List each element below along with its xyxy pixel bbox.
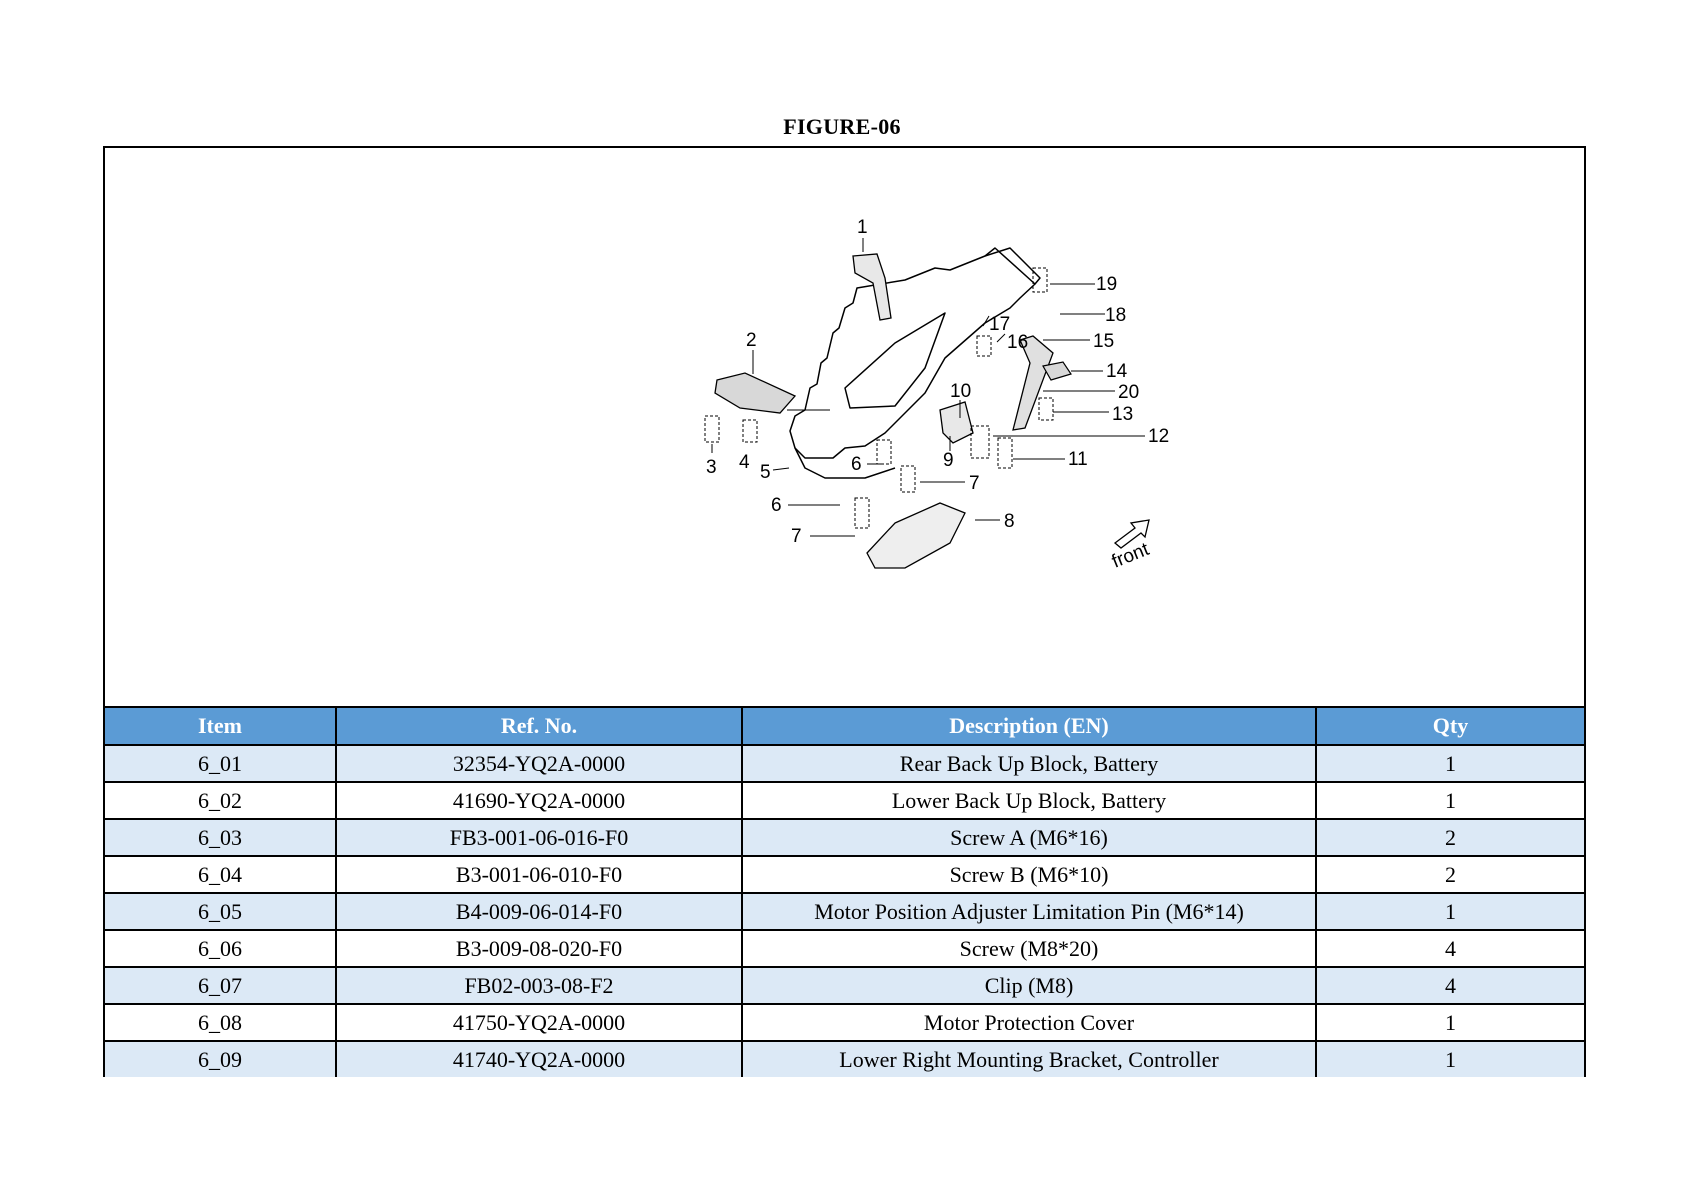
cell-item: 6_07 — [105, 966, 337, 1005]
table-row: 6_06 B3-009-08-020-F0 Screw (M8*20) 4 — [105, 929, 1584, 968]
table-row: 6_05 B4-009-06-014-F0 Motor Position Adj… — [105, 892, 1584, 931]
frame-exploded-view: 1 2 3 4 5 6 6 7 7 8 9 10 11 12 13 14 15 … — [704, 217, 1169, 573]
parts-table: Item Ref. No. Description (EN) Qty 6_01 … — [105, 706, 1584, 1077]
table-row: 6_08 41750-YQ2A-0000 Motor Protection Co… — [105, 1003, 1584, 1042]
cell-ref: FB02-003-08-F2 — [335, 966, 743, 1005]
cell-ref: 41740-YQ2A-0000 — [335, 1040, 743, 1077]
callout-14: 14 — [1106, 361, 1128, 382]
table-row: 6_09 41740-YQ2A-0000 Lower Right Mountin… — [105, 1040, 1584, 1077]
callout-1: 1 — [857, 217, 868, 238]
callout-4: 4 — [739, 452, 750, 473]
cell-item: 6_06 — [105, 929, 337, 968]
cell-ref: 32354-YQ2A-0000 — [335, 744, 743, 783]
callout-16: 16 — [1007, 332, 1028, 353]
table-row: 6_07 FB02-003-08-F2 Clip (M8) 4 — [105, 966, 1584, 1005]
callout-2: 2 — [746, 330, 757, 351]
callout-3: 3 — [706, 457, 717, 478]
cell-qty: 2 — [1315, 818, 1584, 857]
callout-10: 10 — [950, 381, 971, 402]
exploded-parts-diagram: 1 2 3 4 5 6 6 7 7 8 9 10 11 12 13 14 15 … — [105, 148, 1584, 706]
front-arrow-icon: front — [1109, 519, 1153, 573]
callout-13: 13 — [1112, 404, 1133, 425]
header-description: Description (EN) — [741, 706, 1317, 746]
table-row: 6_01 32354-YQ2A-0000 Rear Back Up Block,… — [105, 744, 1584, 783]
cell-ref: 41690-YQ2A-0000 — [335, 781, 743, 820]
callout-20: 20 — [1118, 382, 1139, 403]
figure-title: FIGURE-06 — [783, 114, 901, 139]
part-9-bracket — [939, 401, 974, 444]
cell-desc: Screw (M8*20) — [741, 929, 1317, 968]
table-row: 6_04 B3-001-06-010-F0 Screw B (M6*10) 2 — [105, 855, 1584, 894]
part-8-cover — [866, 502, 966, 569]
cell-qty: 1 — [1315, 1003, 1584, 1042]
cell-item: 6_05 — [105, 892, 337, 931]
header-item: Item — [105, 706, 337, 746]
cell-qty: 1 — [1315, 1040, 1584, 1077]
table-row: 6_03 FB3-001-06-016-F0 Screw A (M6*16) 2 — [105, 818, 1584, 857]
cell-item: 6_09 — [105, 1040, 337, 1077]
cell-desc: Motor Protection Cover — [741, 1003, 1317, 1042]
cell-desc: Lower Back Up Block, Battery — [741, 781, 1317, 820]
part-20-rail — [1012, 335, 1054, 431]
callout-9: 9 — [943, 450, 954, 471]
callout-11: 11 — [1068, 449, 1088, 470]
callout-6-upper: 6 — [851, 454, 862, 475]
figure-frame: 1 2 3 4 5 6 6 7 7 8 9 10 11 12 13 14 15 … — [103, 146, 1586, 1077]
part-2-block — [714, 372, 797, 414]
cell-ref: B3-001-06-010-F0 — [335, 855, 743, 894]
cell-item: 6_03 — [105, 818, 337, 857]
cell-item: 6_01 — [105, 744, 337, 783]
cell-qty: 2 — [1315, 855, 1584, 894]
callout-19: 19 — [1096, 274, 1117, 295]
main-frame-drawing — [789, 247, 1036, 459]
cell-desc: Screw A (M6*16) — [741, 818, 1317, 857]
callout-5: 5 — [760, 462, 771, 483]
cell-desc: Motor Position Adjuster Limitation Pin (… — [741, 892, 1317, 931]
cell-ref: 41750-YQ2A-0000 — [335, 1003, 743, 1042]
callout-17: 17 — [989, 314, 1010, 335]
cell-qty: 1 — [1315, 892, 1584, 931]
table-row: 6_02 41690-YQ2A-0000 Lower Back Up Block… — [105, 781, 1584, 820]
cell-desc: Rear Back Up Block, Battery — [741, 744, 1317, 783]
cell-ref: B3-009-08-020-F0 — [335, 929, 743, 968]
cell-ref: FB3-001-06-016-F0 — [335, 818, 743, 857]
header-qty: Qty — [1315, 706, 1584, 746]
callout-8: 8 — [1004, 511, 1015, 532]
cell-ref: B4-009-06-014-F0 — [335, 892, 743, 931]
cell-item: 6_08 — [105, 1003, 337, 1042]
cell-qty: 4 — [1315, 966, 1584, 1005]
callout-7-upper: 7 — [969, 473, 980, 494]
table-header-row: Item Ref. No. Description (EN) Qty — [105, 706, 1584, 746]
cell-item: 6_02 — [105, 781, 337, 820]
callout-15: 15 — [1093, 331, 1114, 352]
callout-18: 18 — [1105, 305, 1126, 326]
cell-qty: 4 — [1315, 929, 1584, 968]
part-1-bracket — [852, 253, 892, 321]
callout-7-lower: 7 — [791, 526, 802, 547]
cell-desc: Screw B (M6*10) — [741, 855, 1317, 894]
cell-qty: 1 — [1315, 744, 1584, 783]
callout-6-lower: 6 — [771, 495, 782, 516]
callout-12: 12 — [1148, 426, 1169, 447]
cell-desc: Lower Right Mounting Bracket, Controller — [741, 1040, 1317, 1077]
part-14-block — [1042, 361, 1072, 381]
header-ref-no: Ref. No. — [335, 706, 743, 746]
cell-qty: 1 — [1315, 781, 1584, 820]
cell-desc: Clip (M8) — [741, 966, 1317, 1005]
cell-item: 6_04 — [105, 855, 337, 894]
